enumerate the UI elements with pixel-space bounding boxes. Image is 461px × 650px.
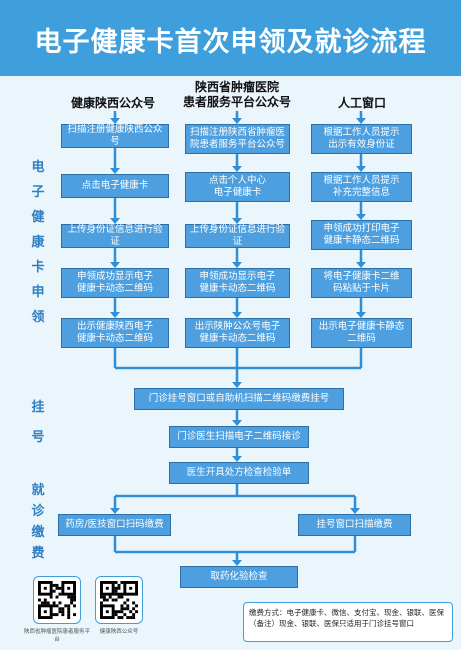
- step-box: 申领成功显示电子 健康卡动态二维码: [61, 268, 169, 298]
- column-heading-health-shaanxi: 健康陕西公众号: [70, 96, 155, 110]
- side-char: 缴: [31, 525, 45, 540]
- arrow-head: [232, 560, 242, 566]
- arrow-head: [110, 118, 120, 124]
- side-char: 就: [31, 483, 45, 498]
- side-char: 子: [31, 185, 45, 200]
- side-char: 卡: [31, 260, 45, 275]
- step-box-prescription: 医生开具处方检查检验单: [169, 462, 309, 484]
- step-box: 根据工作人员提示 补充完整信息: [311, 172, 412, 202]
- step-box-window-pay: 挂号窗口扫描缴费: [298, 514, 411, 536]
- arrow-head: [232, 312, 242, 318]
- side-label-register: 挂 号: [30, 400, 46, 446]
- arrow-head: [232, 262, 242, 268]
- side-label-apply: 电 子 健 康 卡 申 领: [30, 160, 46, 326]
- step-box: 扫描注册陕西省肿瘤医 院患者服务平台公众号: [185, 124, 290, 154]
- side-char: 康: [31, 235, 45, 250]
- step-box: 出示电子健康卡静态 二维码: [311, 318, 412, 348]
- column-heading-hospital-platform: 陕西省肿瘤医院 患者服务平台公众号: [182, 80, 291, 109]
- side-char: 诊: [31, 504, 45, 519]
- arrow-head: [110, 168, 120, 174]
- step-box: 出示健康陕西电子 健康卡动态二维码: [61, 318, 169, 348]
- side-char: 挂: [31, 400, 45, 415]
- step-box: 上传身份证信息进行验证: [61, 224, 169, 248]
- arrow-head: [356, 312, 366, 318]
- arrow-head: [356, 166, 366, 172]
- qr-pattern: [100, 581, 138, 619]
- side-label-pay: 就 诊 缴 费: [30, 483, 46, 562]
- arrow-head: [110, 218, 120, 224]
- arrow-head: [356, 214, 366, 220]
- qr-caption-hospital: 陕西省肿瘤医院患者服务平台: [23, 629, 90, 643]
- arrow-head: [350, 508, 360, 514]
- arrow-head: [356, 118, 366, 124]
- qr-caption-health-shaanxi: 健康陕西公众号: [99, 629, 139, 635]
- arrow-head: [110, 312, 120, 318]
- column-heading-manual-window: 人工窗口: [337, 96, 386, 110]
- side-char: 申: [31, 285, 45, 300]
- qr-code-health-shaanxi: [95, 576, 143, 624]
- side-char: 领: [31, 310, 45, 325]
- step-box: 点击个人中心 电子健康卡: [185, 172, 290, 202]
- arrow-head: [232, 118, 242, 124]
- step-box: 扫描注册健康陕西公众号: [61, 124, 169, 148]
- arrow-head: [110, 262, 120, 268]
- step-box: 申领成功显示电子 健康卡动态二维码: [185, 268, 290, 298]
- step-box: 根据工作人员提示 出示有效身份证: [311, 124, 412, 154]
- step-box: 出示陕肿公众号电子 健康卡动态二维码: [185, 318, 290, 348]
- step-box-pharmacy-pay: 药房/医技窗口扫码缴费: [58, 514, 171, 536]
- arrow-head: [232, 166, 242, 172]
- side-char: 电: [31, 160, 45, 175]
- step-box-register: 门诊挂号窗口或自助机扫描二维码缴费挂号: [134, 388, 344, 410]
- page-title: 电子健康卡首次申领及就诊流程: [34, 27, 427, 58]
- step-box-final: 取药化验检查: [180, 566, 298, 588]
- title-banner: 电子健康卡首次申领及就诊流程: [0, 0, 461, 76]
- side-char: 健: [31, 210, 45, 225]
- qr-pattern: [38, 581, 76, 619]
- arrow-head: [232, 382, 242, 388]
- payment-methods-note: 缴费方式：电子健康卡、微信、支付宝、现金、银联、医保（备注）现金、银联、医保只适…: [243, 602, 453, 642]
- arrow-head: [232, 218, 242, 224]
- arrow-head: [110, 508, 120, 514]
- side-char: 号: [31, 430, 45, 445]
- side-char: 费: [31, 546, 45, 561]
- arrow-head: [232, 456, 242, 462]
- step-box-doctor-scan: 门诊医生扫描电子二维码接诊: [169, 426, 309, 448]
- step-box: 将电子健康卡二维 码粘贴于卡片: [311, 268, 412, 298]
- qr-code-hospital: [33, 576, 81, 624]
- step-box: 上传身份证信息进行验证: [185, 224, 290, 248]
- step-box: 点击电子健康卡: [61, 174, 169, 198]
- arrow-head: [356, 262, 366, 268]
- step-box: 申领成功打印电子 健康卡静态二维码: [311, 220, 412, 250]
- arrow-head: [232, 420, 242, 426]
